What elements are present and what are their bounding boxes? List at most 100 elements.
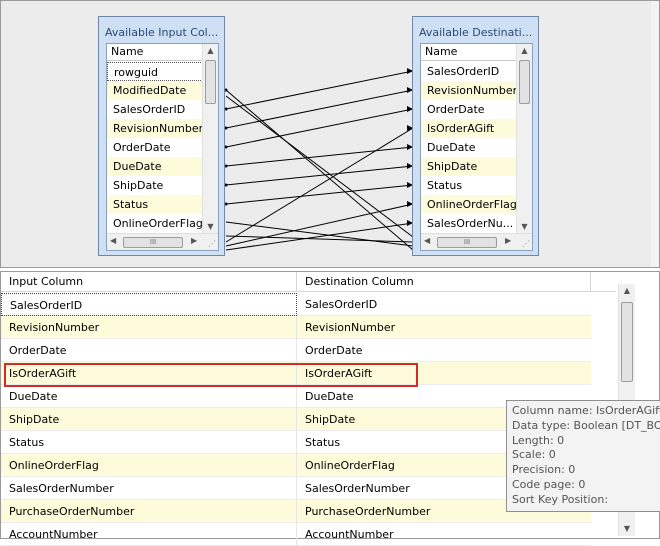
destination-column-item[interactable]: SalesOrderID [427, 65, 500, 78]
column-info-tooltip: Column name: IsOrderAGift Data type: Boo… [506, 400, 660, 512]
destination-cell[interactable]: IsOrderAGift [305, 367, 373, 380]
input-column-item[interactable]: ModifiedDate [107, 81, 203, 100]
input-column-item[interactable]: Status [107, 195, 203, 214]
table-row[interactable]: IsOrderAGift IsOrderAGift [1, 362, 591, 385]
destination-cell[interactable]: RevisionNumber [305, 321, 396, 334]
input-column-item[interactable]: RevisionNumber [107, 119, 203, 138]
table-row[interactable]: AccountNumber AccountNumber [1, 523, 591, 546]
mapping-line [225, 108, 414, 148]
line-anchor [224, 183, 228, 187]
destination-list-hscrollbar[interactable]: ◀ III ▶ ⋰ [421, 233, 532, 250]
destination-column-item[interactable]: SalesOrderNu... [427, 217, 514, 230]
scroll-left-icon[interactable]: ◀ [110, 236, 117, 245]
arrow-head [407, 87, 413, 93]
input-column-item[interactable]: DueDate [107, 157, 203, 176]
destination-column-item[interactable]: OnlineOrderFlag [421, 195, 517, 214]
table-row[interactable]: Status Status [1, 431, 591, 454]
available-input-columns-box[interactable]: Available Input Col... Name rowguid Modi… [98, 16, 225, 256]
line-anchor [224, 107, 228, 111]
table-row[interactable]: SalesOrderID SalesOrderID [1, 293, 591, 316]
table-row[interactable]: OrderDate OrderDate [1, 339, 591, 362]
destination-columns-list[interactable]: Name SalesOrderID RevisionNumber OrderDa… [420, 43, 533, 251]
tooltip-line: Length: 0 [512, 433, 565, 447]
line-anchor [224, 88, 228, 92]
destination-cell[interactable]: PurchaseOrderNumber [305, 505, 431, 518]
input-cell[interactable]: Status [1, 431, 297, 454]
destination-cell[interactable]: DueDate [305, 390, 354, 403]
input-cell[interactable]: OrderDate [1, 339, 297, 362]
destination-cell[interactable]: ShipDate [305, 413, 356, 426]
input-cell[interactable]: OnlineOrderFlag [1, 454, 297, 477]
tooltip-line: Scale: 0 [512, 448, 556, 462]
line-anchor [224, 164, 228, 168]
line-anchor [224, 126, 228, 130]
destination-cell[interactable]: AccountNumber [305, 528, 394, 541]
scroll-right-icon[interactable]: ▶ [505, 236, 512, 245]
destination-cell[interactable]: OrderDate [305, 344, 363, 357]
input-list-vscrollbar[interactable]: ▲ ▼ [202, 44, 218, 234]
scroll-up-icon[interactable]: ▲ [207, 46, 214, 55]
scroll-thumb[interactable] [519, 60, 530, 104]
input-column-item[interactable]: OnlineOrderFlag [113, 217, 203, 230]
scroll-down-icon[interactable]: ▼ [207, 222, 214, 231]
input-column-item[interactable]: rowguid [107, 62, 203, 81]
input-cell[interactable]: IsOrderAGift [1, 362, 297, 385]
table-row[interactable]: RevisionNumber RevisionNumber [1, 316, 591, 339]
arrow-head [407, 201, 413, 207]
mapping-line [225, 203, 414, 247]
table-row[interactable]: ShipDate ShipDate [1, 408, 591, 431]
destination-column-item[interactable]: IsOrderAGift [421, 119, 517, 138]
destination-column-item[interactable]: Status [427, 179, 463, 192]
destination-list-vscrollbar[interactable]: ▲ ▼ [516, 44, 532, 234]
destination-column-header[interactable]: Destination Column [297, 272, 591, 292]
input-column-item[interactable]: OrderDate [113, 141, 171, 154]
scroll-thumb[interactable] [205, 60, 216, 104]
input-cell[interactable]: SalesOrderNumber [1, 477, 297, 500]
destination-cell[interactable]: OnlineOrderFlag [305, 459, 395, 472]
mapping-line [225, 95, 414, 238]
destination-column-item[interactable]: RevisionNumber [421, 81, 517, 100]
scroll-thumb[interactable] [621, 302, 633, 382]
input-cell[interactable]: ShipDate [1, 408, 297, 431]
input-cell[interactable]: DueDate [1, 385, 297, 408]
tooltip-line: Precision: 0 [512, 463, 576, 477]
scroll-thumb[interactable]: III [437, 237, 497, 248]
input-column-item[interactable]: SalesOrderID [113, 103, 186, 116]
destination-list-header[interactable]: Name [421, 44, 517, 61]
input-list-hscrollbar[interactable]: ◀ III ▶ ⋰ [107, 233, 218, 250]
resize-grip-icon[interactable]: ⋰ [522, 239, 530, 248]
input-column-item[interactable]: ShipDate [113, 179, 164, 192]
scroll-down-icon[interactable]: ▼ [623, 524, 631, 533]
input-list-header[interactable]: Name [107, 44, 203, 61]
destination-column-item[interactable]: ShipDate [421, 157, 517, 176]
table-row[interactable]: SalesOrderNumber SalesOrderNumber [1, 477, 591, 500]
scroll-right-icon[interactable]: ▶ [191, 236, 198, 245]
scroll-left-icon[interactable]: ◀ [424, 236, 431, 245]
input-columns-list[interactable]: Name rowguid ModifiedDate SalesOrderID R… [106, 43, 219, 251]
resize-grip-icon[interactable]: ⋰ [208, 239, 216, 248]
destination-cell[interactable]: Status [305, 436, 341, 449]
destination-column-item[interactable]: OrderDate [427, 103, 485, 116]
input-column-header[interactable]: Input Column [1, 272, 297, 292]
scroll-thumb[interactable]: III [123, 237, 183, 248]
input-cell[interactable]: RevisionNumber [1, 316, 297, 339]
destination-cell[interactable]: SalesOrderNumber [305, 482, 410, 495]
destination-column-item[interactable]: DueDate [427, 141, 476, 154]
tooltip-line: Column name: IsOrderAGift [512, 404, 660, 417]
mapping-line [225, 222, 414, 251]
table-row[interactable]: DueDate DueDate [1, 385, 591, 408]
mapping-line [225, 89, 414, 129]
scroll-down-icon[interactable]: ▼ [521, 222, 528, 231]
table-row[interactable]: PurchaseOrderNumber PurchaseOrderNumber [1, 500, 591, 523]
arrow-head [407, 220, 413, 226]
input-cell[interactable]: SalesOrderID [1, 293, 297, 316]
destination-cell[interactable]: SalesOrderID [305, 298, 378, 311]
scroll-up-icon[interactable]: ▲ [521, 46, 528, 55]
table-row[interactable]: OnlineOrderFlag OnlineOrderFlag [1, 454, 591, 477]
input-cell[interactable]: PurchaseOrderNumber [1, 500, 297, 523]
mapping-lines [224, 68, 414, 251]
grid-header: Input Column Destination Column [1, 272, 616, 292]
available-destination-columns-box[interactable]: Available Destinati... Name SalesOrderID… [412, 16, 539, 256]
scroll-up-icon[interactable]: ▲ [623, 286, 631, 295]
input-cell[interactable]: AccountNumber [1, 523, 297, 546]
